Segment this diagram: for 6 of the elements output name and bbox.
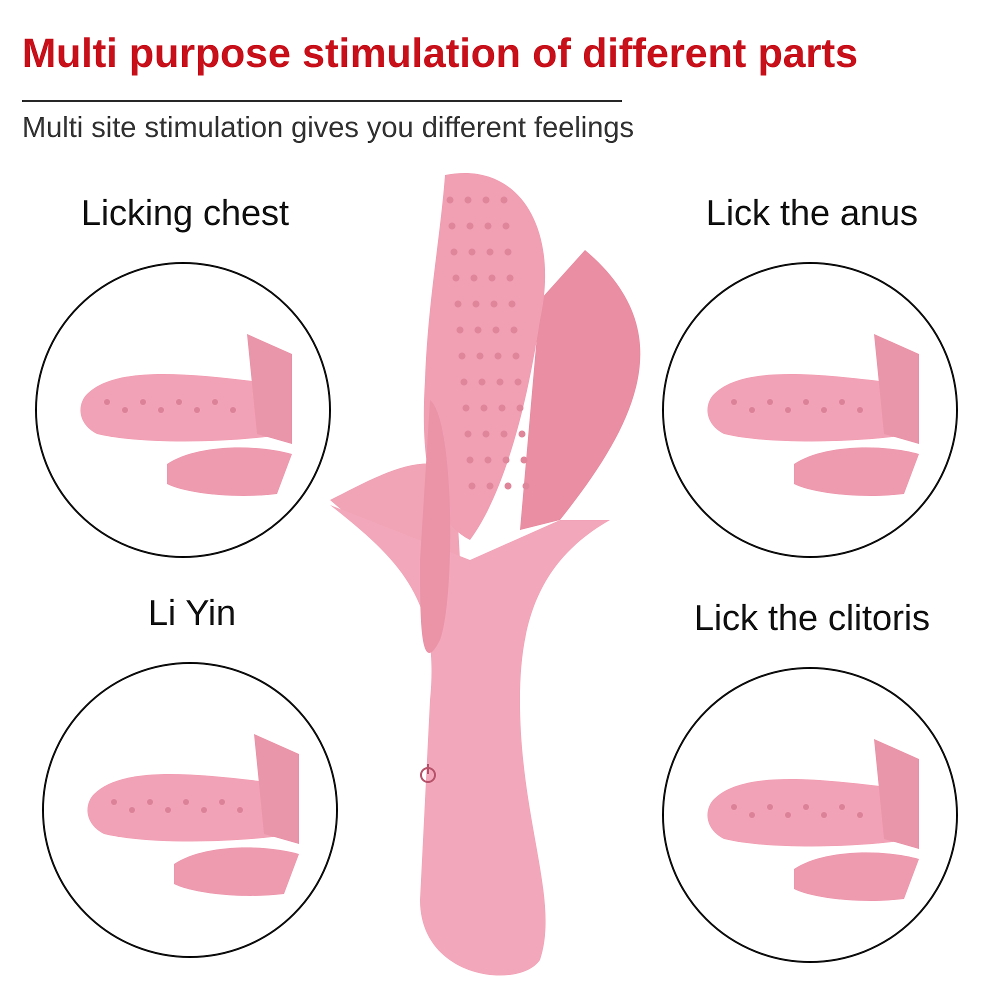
detail-heading: Lick the clitoris [692, 597, 932, 639]
detail-heading: Li Yin [146, 592, 238, 634]
detail-heading: Licking chest [80, 192, 290, 234]
title: Multi purpose stimulation of different parts [22, 30, 858, 77]
subtitle: Multi site stimulation gives you different feelings [22, 112, 634, 145]
detail-heading: Lick the anus [704, 192, 920, 234]
